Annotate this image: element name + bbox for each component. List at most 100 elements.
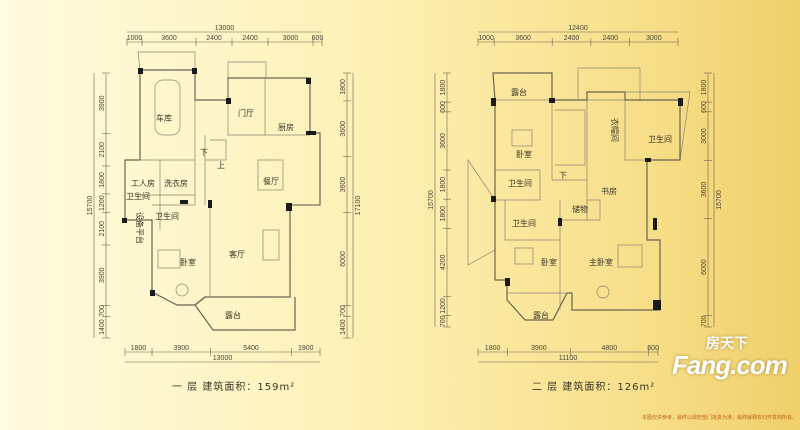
f2-bottom-dim-label: 4800	[602, 345, 618, 352]
f1-top-dim-total: 13000	[215, 25, 235, 32]
stair-down-label: 下	[559, 171, 567, 180]
garage-canopy	[137, 51, 196, 71]
room-dining: 餐厅	[263, 177, 279, 186]
f2-top-dim-label: 1000	[478, 35, 494, 42]
f1-right-dim-label: 1400	[340, 319, 347, 335]
round-table-icon	[596, 285, 610, 299]
room-foyer: 门厅	[238, 108, 254, 118]
f1-left-dim-label: 700	[99, 305, 106, 317]
bed-icon	[514, 247, 534, 265]
master-bed-icon	[617, 244, 643, 268]
floor2-caption: 二 层 建筑面积：126m²	[532, 382, 656, 393]
f1-top-dim-label: 3600	[161, 35, 177, 42]
floor1-caption: 一 层 建筑面积：159m²	[172, 382, 296, 393]
f2-left-dim-label: 1800	[440, 206, 447, 222]
f2-left-dim-label: 1200	[440, 298, 447, 314]
room-bedroom: 卧室	[180, 257, 196, 267]
sofa-icon	[262, 229, 280, 261]
stair-icon	[555, 109, 586, 166]
dining-table-icon	[257, 159, 284, 191]
f2-right-dim-label: 700	[701, 315, 708, 327]
stair-icon	[205, 139, 227, 161]
f2-bottom-dim-total: 11100	[559, 355, 578, 362]
f2-left-dim-label: 600	[440, 101, 447, 113]
room-storage: 储物	[572, 204, 588, 214]
room-servant: 工人房	[131, 178, 155, 188]
floor1-terrace	[194, 296, 296, 331]
f1-bottom-dim-label: 5400	[243, 345, 259, 352]
room-closet: 衣帽间	[610, 118, 620, 142]
f2-bottom-dim-label: 600	[647, 345, 659, 352]
room-study: 书房	[601, 186, 617, 196]
roof-slope-right	[625, 91, 691, 161]
f1-left-dim-label: 2100	[99, 142, 106, 158]
f2-left-dim-label: 4200	[440, 254, 447, 270]
f1-bottom-dim-label: 1900	[298, 345, 314, 352]
f1-right-dim-label: 1800	[340, 79, 347, 95]
f1-bottom-dim-label: 3900	[173, 345, 189, 352]
room-kitchen: 厨房	[278, 122, 294, 132]
f2-right-dim-label: 1800	[701, 80, 708, 96]
roof-slope-left	[467, 158, 496, 266]
f2-top-dim-label: 2400	[602, 35, 618, 42]
f2-top-dim-total: 12400	[568, 25, 588, 32]
room-bath-a: 卫生间	[126, 191, 150, 201]
f2-right-dim-label: 6000	[701, 259, 708, 275]
f2-right-dim-label: 3000	[701, 128, 708, 144]
entry-porch	[227, 61, 267, 79]
f1-left-dim-label: 1400	[99, 319, 106, 335]
logo-en: Fang.com	[672, 350, 788, 380]
dimension-lines: 1000 3600 2400 2400 3000 600 13000 1800 3900 5400…	[87, 25, 723, 363]
f1-right-dim-label: 700	[340, 305, 347, 317]
f1-right-dim-label: 6000	[340, 251, 347, 267]
f1-right-dim-total: 17100	[355, 196, 362, 216]
room-bath-a: 卫生间	[508, 178, 532, 188]
f1-left-dim-label: 1200	[99, 195, 106, 211]
stair-up-label: 上	[217, 161, 225, 170]
disclaimer-footnote: 本图仅供参考，最终以政府部门批复为准，最终解释权归开发商所有。	[642, 415, 798, 421]
f2-left-dim-total: 15700	[428, 190, 435, 210]
room-bedroom-b: 卧室	[541, 257, 557, 267]
fang-logo: 房天下 Fang.com	[672, 336, 797, 378]
room-terrace: 露台	[225, 310, 241, 320]
room-master-bedroom: 主卧室	[589, 257, 613, 267]
f1-bottom-dim-label: 1800	[131, 345, 147, 352]
f1-bottom-dim-total: 13000	[213, 355, 233, 362]
f2-top-dim-label: 3600	[515, 35, 531, 42]
f2-bottom-dim-label: 3900	[531, 345, 547, 352]
f2-top-dim-label: 3000	[646, 35, 662, 42]
stair-down-label: 下	[200, 148, 208, 157]
room-bath-b: 卫生间	[512, 218, 536, 228]
room-bath-b: 卫生间	[155, 211, 179, 221]
f2-right-dim-total: 15700	[716, 190, 723, 210]
round-table-icon	[175, 283, 189, 297]
f1-left-dim-label: 1800	[99, 172, 106, 188]
f2-top-dim-label: 2400	[564, 35, 580, 42]
room-bath-master: 卫生间	[648, 134, 672, 144]
f2-left-dim-label: 1800	[440, 177, 447, 193]
f2-left-dim-label: 1800	[440, 80, 447, 96]
logo-cn: 房天下	[706, 335, 748, 351]
room-laundry: 洗衣房	[164, 178, 188, 188]
f1-right-dim-label: 3600	[340, 121, 347, 137]
f1-top-dim-label: 600	[312, 35, 324, 42]
f2-left-dim-label: 3600	[440, 133, 447, 149]
bed-icon	[157, 249, 181, 269]
f1-left-dim-label: 3900	[99, 95, 106, 111]
f2-right-dim-label: 600	[701, 101, 708, 113]
f1-left-dim-label: 3900	[99, 267, 106, 283]
room-terrace-bottom: 露台	[533, 310, 549, 320]
f1-left-dim-label: 2100	[99, 221, 106, 237]
f1-left-dim-total: 15700	[87, 196, 94, 216]
room-living: 客厅	[229, 249, 245, 259]
floor1-plan: 车库 门厅 厨房 工人房 洗衣房 卫生间 卫生间 设备平台 餐厅 客厅 卧室 露…	[122, 51, 321, 331]
room-garage: 车库	[156, 113, 172, 123]
f2-left-dim-label: 700	[440, 315, 447, 327]
f1-top-dim-label: 2400	[242, 35, 258, 42]
f1-right-dim-label: 3600	[340, 177, 347, 193]
bed-icon	[511, 129, 533, 147]
f1-top-dim-label: 1000	[127, 35, 143, 42]
room-equipment: 设备平台	[135, 212, 145, 244]
floor2-plan: 露台 卧室 衣帽间 卫生间 卫生间 书房 储物 卫生间 卧室 主卧室 露台 下	[467, 67, 691, 321]
